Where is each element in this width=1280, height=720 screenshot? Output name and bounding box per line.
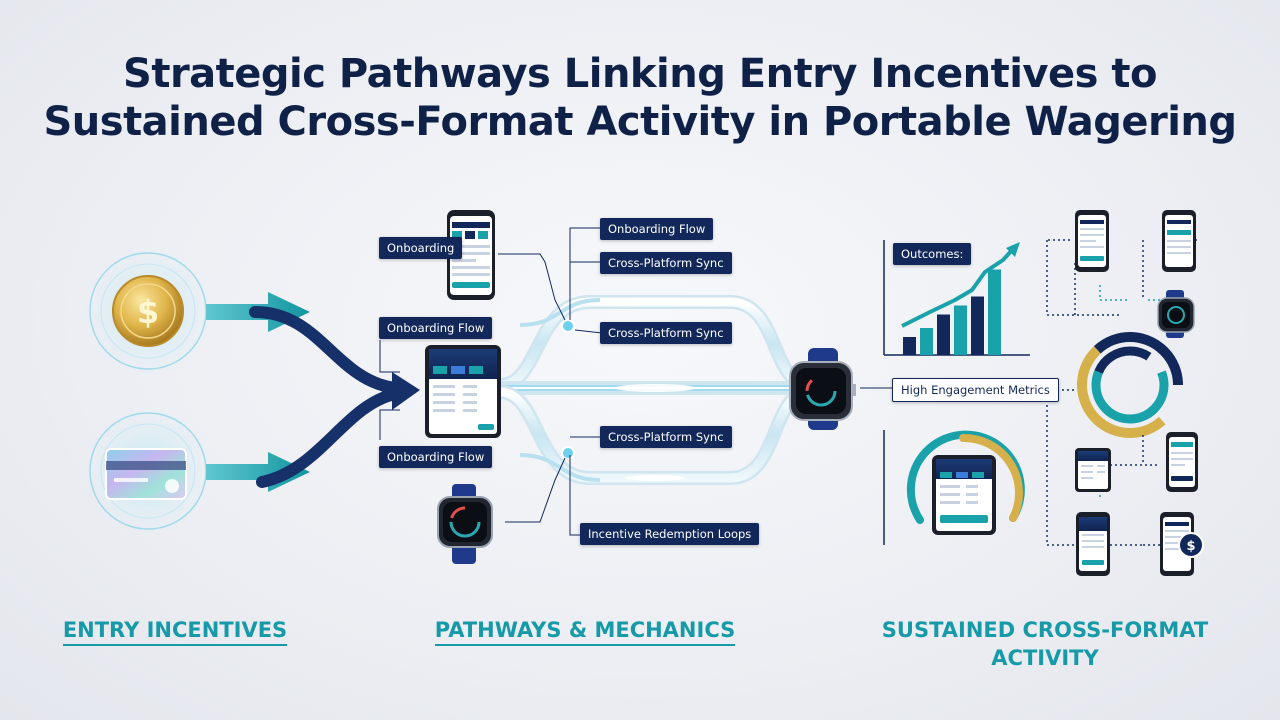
section-sustained-line-1: SUSTAINED CROSS-FORMAT (881, 618, 1209, 642)
label-onboarding-flow-top: Onboarding Flow (379, 317, 493, 339)
label-high-engagement-metrics: High Engagement Metrics (892, 378, 1059, 402)
label-onboarding-flow-right: Onboarding Flow (600, 218, 714, 240)
dollar-coin-icon: $ (137, 293, 159, 331)
section-entry-incentives: ENTRY INCENTIVES (40, 616, 310, 646)
engagement-donut (1077, 332, 1183, 438)
pathway-tubes (499, 295, 812, 485)
watch-bottom (437, 484, 493, 564)
dollar-badge-icon: $ (1186, 539, 1195, 554)
device-phone-4 (1076, 512, 1110, 576)
coin-incentive: $ (76, 239, 220, 383)
page-title: Strategic Pathways Linking Entry Incenti… (0, 50, 1280, 146)
card-incentive (76, 399, 220, 543)
device-watch-small (1157, 290, 1195, 338)
device-network (1046, 239, 1200, 546)
watch-hub (789, 348, 856, 430)
device-phone-5: $ (1160, 512, 1204, 576)
label-onboarding: Onboarding (379, 237, 463, 259)
label-connectors (379, 227, 893, 536)
engagement-gauge (883, 430, 1025, 545)
converging-arrows (249, 306, 420, 488)
section-pathways-mechanics: PATHWAYS & MECHANICS (420, 616, 750, 646)
device-phone-1 (1075, 210, 1109, 272)
outcome-chart (883, 240, 1030, 356)
section-sustained-line-2: ACTIVITY (991, 646, 1099, 670)
section-pathways-mechanics-text: PATHWAYS & MECHANICS (434, 618, 736, 646)
device-tablet-small (1075, 448, 1111, 492)
title-line-2: Sustained Cross-Format Activity in Porta… (43, 99, 1237, 145)
outcome-bars (903, 269, 1001, 355)
label-cross-platform-sync-2: Cross-Platform Sync (600, 322, 732, 344)
label-outcomes: Outcomes: (893, 243, 972, 265)
label-cross-platform-sync-1: Cross-Platform Sync (600, 252, 732, 274)
outcome-bar-5 (971, 296, 984, 355)
device-phone-2 (1162, 210, 1196, 272)
outcome-bar-3 (937, 314, 950, 355)
section-sustained-activity: SUSTAINED CROSS-FORMAT ACTIVITY (860, 616, 1230, 672)
label-incentive-redemption-loops: Incentive Redemption Loops (580, 523, 760, 545)
label-cross-platform-sync-3: Cross-Platform Sync (600, 426, 732, 448)
device-phone-3 (1166, 432, 1198, 492)
tablet-hub (425, 345, 501, 438)
phone-onboarding (447, 210, 495, 300)
section-entry-incentives-text: ENTRY INCENTIVES (62, 618, 288, 646)
outcome-bar-2 (920, 328, 933, 355)
outcome-bar-6 (988, 269, 1001, 355)
outcome-bar-1 (903, 337, 916, 355)
outcome-bar-4 (954, 305, 967, 355)
title-line-1: Strategic Pathways Linking Entry Incenti… (123, 51, 1157, 97)
label-onboarding-flow-bottom: Onboarding Flow (379, 446, 493, 468)
trend-arrow-icon (1006, 242, 1020, 257)
